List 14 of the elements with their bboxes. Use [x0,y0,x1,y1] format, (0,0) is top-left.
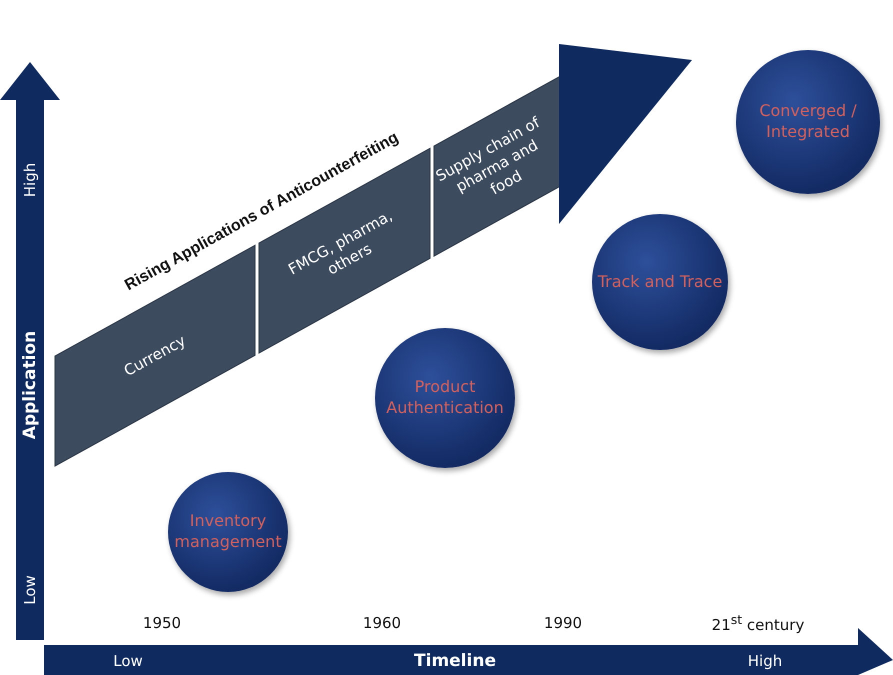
bubble-label: Product Authentication [385,377,505,419]
axis-label: High [21,162,39,198]
axis-label: Low [21,575,39,605]
bubble-label: Converged / Integrated [758,101,858,143]
axis-label: High [748,652,782,670]
axis-title: Timeline [414,651,496,671]
year-label: 1990 [544,614,582,632]
bubble-label: Track and Trace [598,272,722,292]
year-label: 21$^{st}$ century [712,612,804,634]
axis-title: Application [20,330,40,440]
year-label: 1950 [142,614,182,632]
bubble-label: Inventory management [173,511,283,553]
year-label: 1960 [362,614,402,632]
axis-label: Low [113,652,143,670]
